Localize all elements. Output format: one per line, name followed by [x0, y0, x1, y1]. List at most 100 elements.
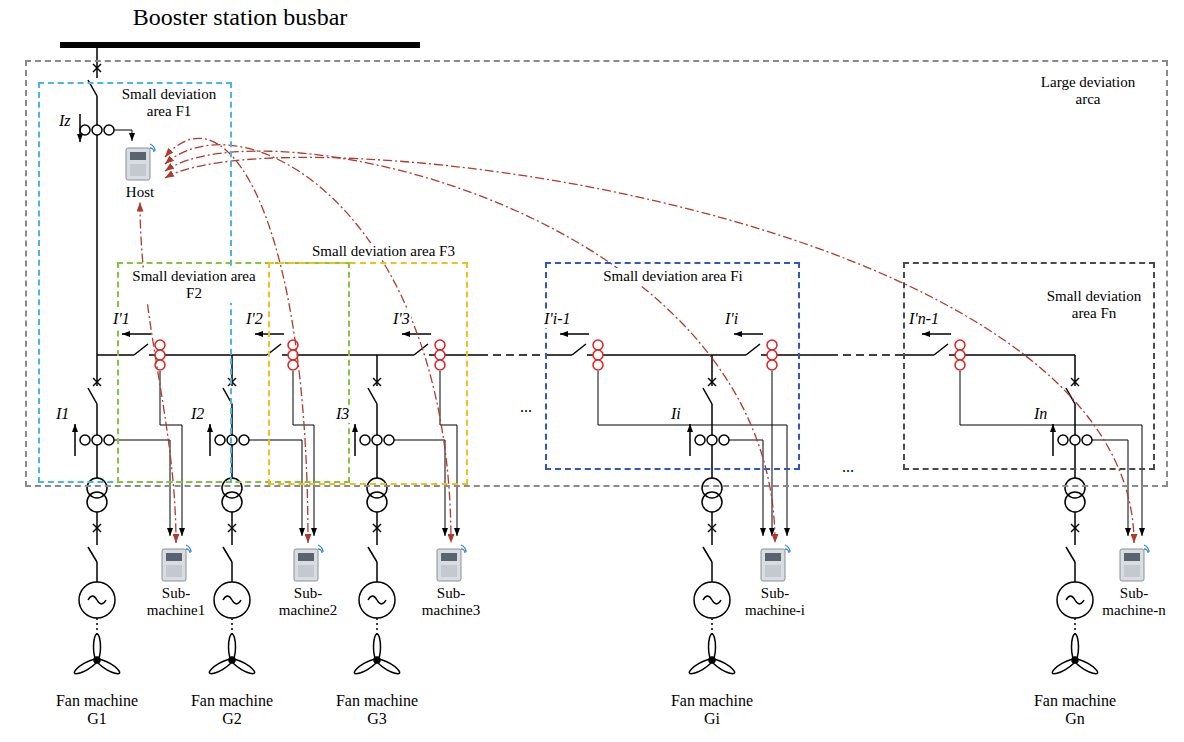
device-body — [162, 549, 186, 581]
fan-blade — [1072, 634, 1079, 660]
current-label: I1 — [55, 405, 70, 423]
switch-blade — [88, 388, 97, 404]
device-body — [1120, 549, 1144, 581]
current-transformer — [104, 435, 114, 445]
device-label: Sub-machine-n — [1098, 585, 1170, 618]
region-label: Small deviation area Fn — [1038, 288, 1150, 323]
current-label: I'i — [724, 310, 739, 328]
device-icon — [1118, 543, 1150, 583]
switch-blade — [703, 388, 712, 404]
ellipsis-label: ... — [842, 458, 854, 476]
current-transformer — [227, 435, 237, 445]
wireless-mark — [461, 549, 465, 553]
signal-wire — [1092, 440, 1128, 536]
signal-wire — [772, 371, 773, 536]
current-transformer — [593, 350, 603, 360]
device-label: Sub-machine1 — [143, 585, 209, 618]
device-label: Sub-machine2 — [275, 585, 341, 618]
device-label: Sub-machine-i — [740, 585, 810, 618]
device-icon — [435, 543, 467, 583]
device-icon — [160, 543, 192, 583]
transformer-winding — [87, 492, 107, 512]
label-anchor: I3 — [335, 405, 350, 423]
breaker-mark — [708, 378, 716, 386]
current-label: Iz — [58, 112, 72, 130]
signal-wire — [598, 371, 787, 536]
label-anchor: I'n-1 — [908, 310, 940, 328]
fan-blade — [229, 634, 236, 660]
switch-blade — [368, 388, 377, 404]
device-screen — [130, 152, 146, 160]
fan-blade — [709, 634, 716, 660]
device-screen — [298, 553, 314, 561]
current-transformer — [288, 360, 298, 370]
current-transformer — [767, 350, 777, 360]
current-transformer — [80, 435, 90, 445]
label-anchor: ... — [520, 398, 532, 416]
generator-wave — [1066, 596, 1084, 604]
device-screen — [441, 553, 457, 561]
fan-blade — [374, 634, 381, 660]
device-panel — [441, 565, 457, 577]
fan-label: Fan machine G1 — [52, 692, 142, 729]
current-arrow — [1052, 424, 1054, 456]
current-transformer — [92, 435, 102, 445]
label-anchor: Iz — [58, 112, 72, 130]
device-panel — [298, 565, 314, 577]
current-transformer — [372, 435, 382, 445]
device-label: Host — [115, 184, 165, 201]
device-panel — [765, 565, 781, 577]
signal-wire — [440, 371, 457, 536]
generator-wave — [88, 596, 106, 604]
current-label: I'2 — [245, 310, 264, 328]
breaker-mark — [93, 378, 101, 386]
current-transformer — [384, 435, 394, 445]
device-node: Sub-machine-i — [740, 543, 810, 620]
current-label: I'i-1 — [543, 310, 572, 328]
busbar-title: Booster station busbar — [80, 4, 400, 32]
current-transformer — [767, 340, 777, 350]
breaker-mark — [708, 524, 716, 532]
feeder-group — [73, 334, 1142, 676]
switch-gap — [414, 350, 429, 360]
generator-symbol — [359, 582, 395, 618]
stroke — [96, 562, 98, 582]
breaker-mark — [1071, 378, 1079, 386]
device-label: Sub-machine3 — [418, 585, 484, 618]
device-body — [761, 549, 785, 581]
current-label: I3 — [335, 405, 350, 423]
transformer-winding — [367, 492, 387, 512]
current-transformer — [955, 340, 965, 350]
generator-wave — [703, 596, 721, 604]
breaker-mark — [228, 524, 236, 532]
collector-line — [545, 354, 830, 356]
feeder-strokes — [73, 334, 1142, 676]
breaker-mark — [373, 378, 381, 386]
current-label: I'3 — [392, 310, 411, 328]
transformer-winding — [1065, 492, 1085, 512]
switch-gap — [746, 350, 761, 360]
breaker-mark — [228, 378, 236, 386]
current-transformer — [155, 350, 165, 360]
generator-wave — [368, 596, 386, 604]
label-anchor: Fan machine G2 — [187, 692, 277, 729]
device-panel — [1124, 565, 1140, 577]
region-label: Small deviation area Fi — [593, 268, 753, 285]
region-label: Small deviation area F1 — [108, 86, 230, 121]
stroke — [376, 562, 378, 582]
current-transformer — [593, 340, 603, 350]
generator-symbol — [1057, 582, 1093, 618]
current-transformer — [1082, 435, 1092, 445]
current-transformer — [1058, 435, 1068, 445]
current-label: I'1 — [112, 310, 131, 328]
wireless-mark — [785, 549, 789, 553]
switch-blade — [746, 344, 760, 355]
stroke — [231, 562, 233, 582]
breaker-mark — [373, 524, 381, 532]
current-label: I2 — [190, 405, 205, 423]
device-screen — [166, 553, 182, 561]
label-anchor: I'1 — [112, 310, 131, 328]
current-arrow — [209, 424, 211, 456]
generator-symbol — [79, 582, 115, 618]
fan-hub — [1072, 657, 1078, 663]
